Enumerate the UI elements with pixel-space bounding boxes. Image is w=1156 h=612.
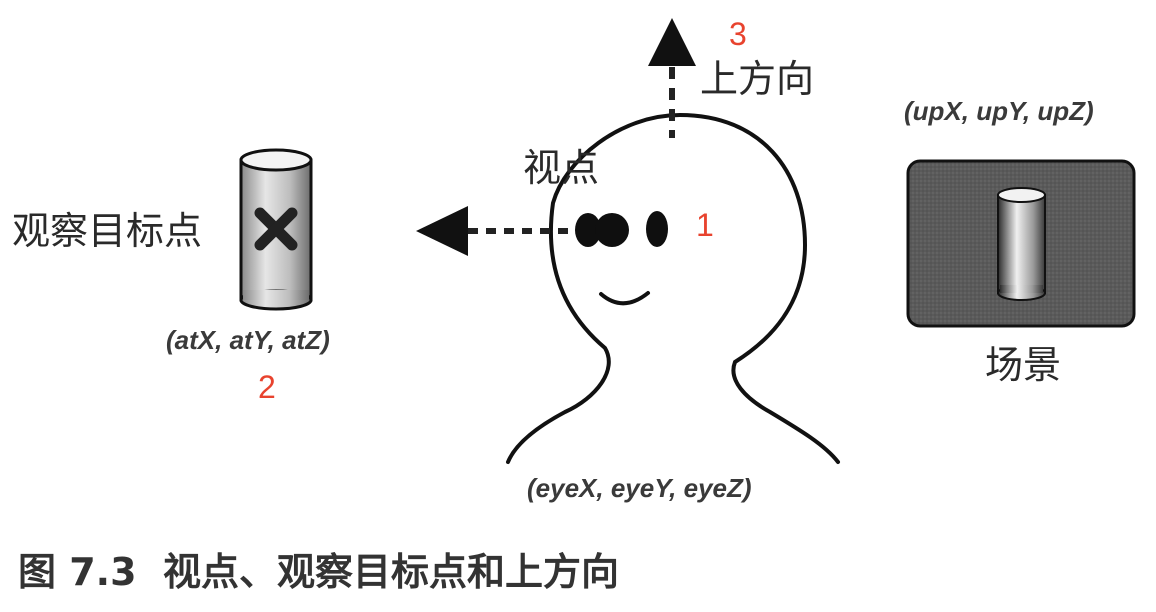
up-coords-label: (upX, upY, upZ) (904, 96, 1094, 126)
eye-coords-label: (eyeX, eyeY, eyeZ) (527, 473, 752, 503)
target-coords-label: (atX, atY, atZ) (166, 325, 330, 355)
up-direction-arrow (648, 18, 696, 138)
eye-label: 视点 (523, 146, 599, 190)
scene-label: 场景 (985, 343, 1061, 387)
target-number: 2 (258, 369, 276, 405)
figure-caption: 图 7.3 视点、观察目标点和上方向 (18, 550, 619, 594)
up-number: 3 (729, 16, 747, 52)
eye-number: 1 (696, 207, 714, 243)
up-label: 上方向 (700, 57, 814, 101)
view-direction-arrow (416, 206, 568, 256)
eyes (575, 211, 668, 247)
target-label: 观察目标点 (12, 209, 202, 253)
target-x-mark (254, 207, 298, 251)
target-cylinder (239, 148, 313, 311)
head-outline (506, 112, 840, 464)
smile (599, 291, 650, 306)
scene-cylinder (997, 187, 1046, 301)
